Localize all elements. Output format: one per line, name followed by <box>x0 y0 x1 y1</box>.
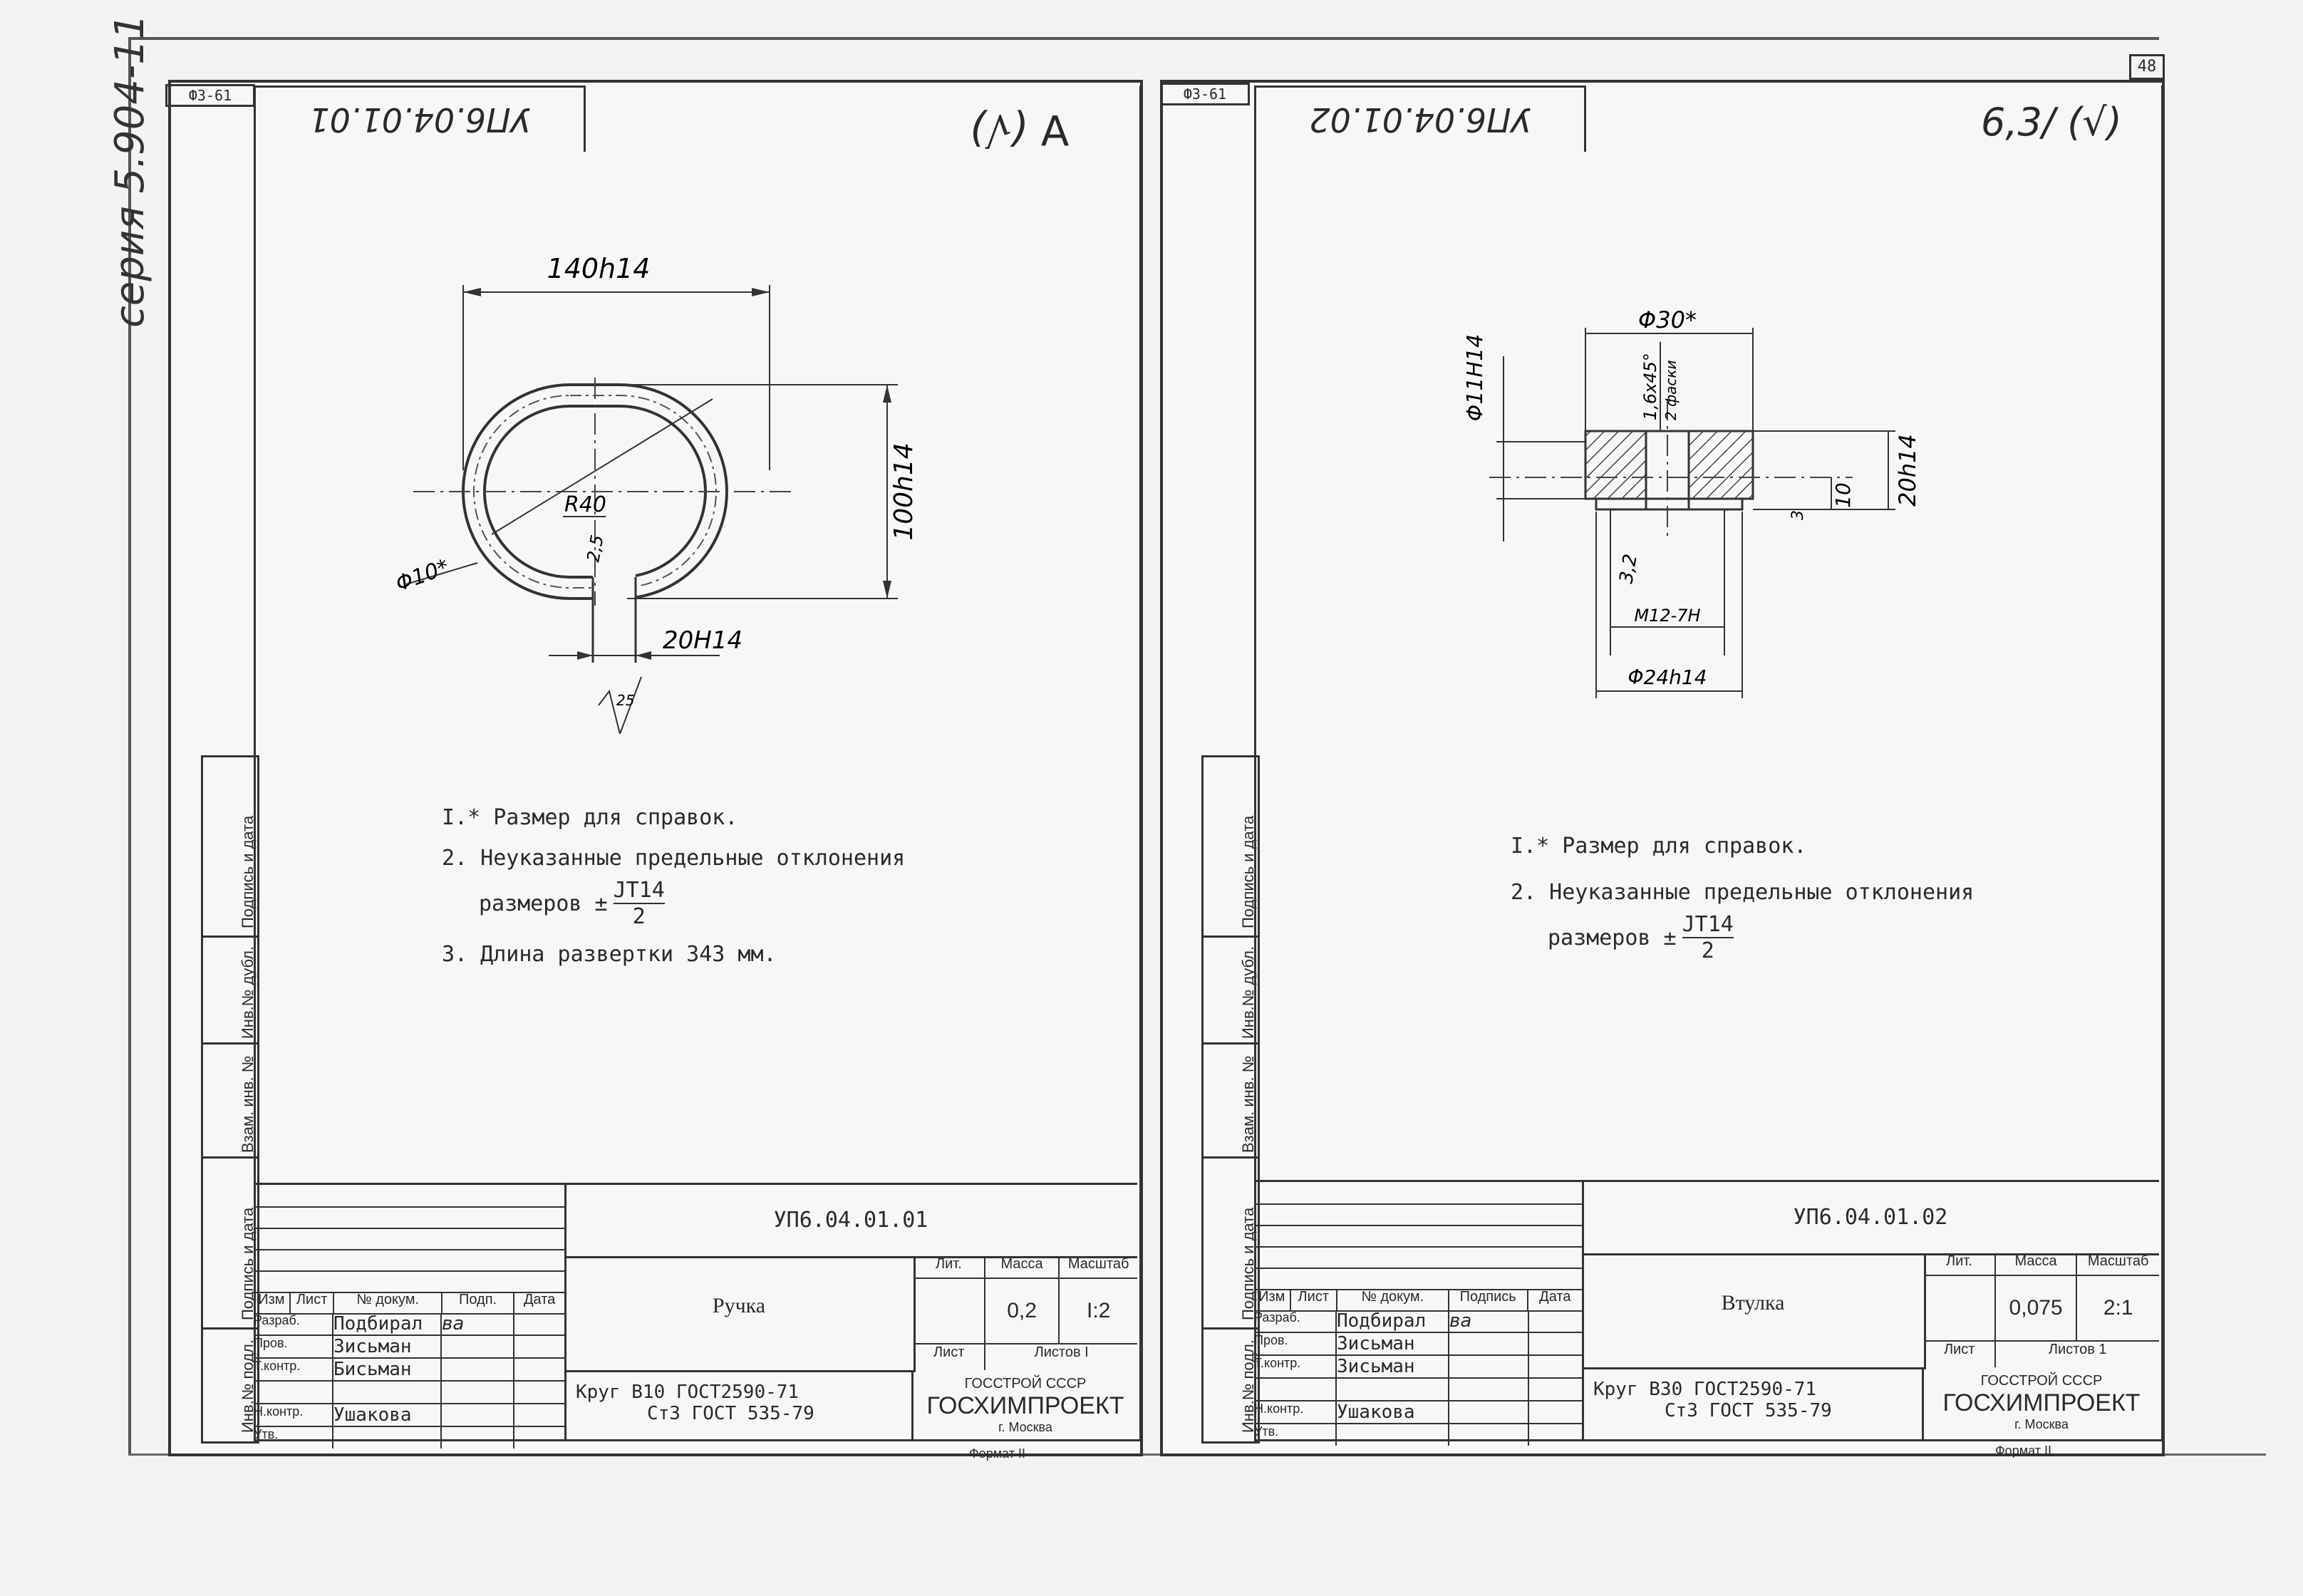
dim-height-right: 20h14 <box>1894 434 1921 507</box>
outer-frame-left <box>128 37 131 1455</box>
left-note-3: 3. Длина развертки 343 мм. <box>442 942 777 967</box>
side-label-3: Взам. инв. № <box>203 1042 257 1159</box>
dim-inner-h: 10 <box>1831 482 1855 508</box>
right-side-label-3: Взам. инв. № <box>1204 1042 1258 1159</box>
dim-step: 3 <box>1789 510 1807 520</box>
left-format-label: Формат II <box>969 1446 1025 1461</box>
left-doc-code: УП6.04.01.01 <box>564 1185 1137 1258</box>
right-side-label-2: Инв.№ дубл. <box>1204 936 1258 1045</box>
dim-height: 100h14 <box>889 442 918 540</box>
right-headers: Изм Лист № докум. Подпись Дата <box>1254 1289 1582 1312</box>
left-side-strip: Подпись и дата Инв.№ дубл. Взам. инв. № … <box>201 755 259 1444</box>
right-organization: ГОССТРОЙ СССР ГОСХИМПРОЕКТ г. Москва <box>1942 1373 2141 1431</box>
dim-base-d: Φ24h14 <box>1627 665 1707 689</box>
right-note-2b: размеров ± JT14 2 <box>1548 912 1734 963</box>
right-note-2-numerator: JT14 <box>1682 912 1734 938</box>
right-signatures: Разраб. Подбирал ва Пров. Зисьман Т.конт… <box>1254 1310 1582 1446</box>
left-notes: I.* Размер для справок. 2. Неуказанные п… <box>442 805 941 967</box>
right-doc-code: УП6.04.01.02 <box>1582 1182 2159 1255</box>
left-headers: Изм Лист № докум. Подп. Дата <box>254 1292 564 1315</box>
right-bushing-drawing: Φ11H14 Φ30* 1,6x45° 2 фаски 20h14 10 3 3… <box>1463 306 1921 698</box>
right-drawing-frame <box>1254 86 2163 1441</box>
left-lit-mass-scale: Лит. Масса Масштаб 0,2 I:2 Лист Листов I <box>914 1256 1137 1370</box>
dim-outer-d: Φ30* <box>1638 306 1697 333</box>
left-material: Круг В10 ГОСТ2590-71 Ст3 ГОСТ 535-79 <box>564 1370 914 1441</box>
left-note-2b: размеров ± JT14 2 <box>479 878 665 929</box>
right-format-label: Формат II <box>1995 1444 2051 1458</box>
left-format-code: Ф3-61 <box>165 84 255 107</box>
right-side-label-4: Подпись и дата <box>1204 1156 1258 1330</box>
right-format-code: Ф3-61 <box>1160 83 1250 105</box>
bushing-base <box>1595 497 1744 511</box>
side-label-5: Инв.№ подл. <box>239 1340 257 1433</box>
right-change-grid <box>1254 1182 1584 1441</box>
right-part-name: Втулка <box>1582 1253 1926 1369</box>
side-label-4: Подпись и дата <box>203 1156 257 1330</box>
right-lit-mass-scale: Лит. Масса Масштаб 0,075 2:1 Лист Листов… <box>1924 1253 2159 1367</box>
right-sheet <box>1160 80 2165 1456</box>
dim-diameter: Φ10* <box>393 554 452 596</box>
right-material: Круг В30 ГОСТ2590-71 Ст3 ГОСТ 535-79 <box>1582 1367 1924 1441</box>
right-note-2-denominator: 2 <box>1701 938 1714 963</box>
left-note-2: 2. Неуказанные предельные отклонения <box>442 846 906 871</box>
left-sheet <box>168 80 1143 1456</box>
left-change-grid <box>254 1185 566 1441</box>
page-number: 48 <box>2129 54 2165 80</box>
left-note-2-numerator: JT14 <box>613 878 665 904</box>
right-side-label-1: Подпись и дата <box>1204 757 1258 938</box>
left-roughness-symbol: ∀ (√) <box>969 105 1070 154</box>
rough-mark: 25 <box>616 692 634 709</box>
dim-width: 140h14 <box>547 253 651 284</box>
left-organization: ГОССТРОЙ СССР ГОСХИМПРОЕКТ г. Москва <box>926 1376 1124 1434</box>
right-roughness-symbol: 6,3/ (√) <box>1981 100 2122 145</box>
left-note-2-denominator: 2 <box>632 904 646 929</box>
dim-slot: 20H14 <box>663 626 742 655</box>
right-title-block: Изм Лист № докум. Подпись Дата Разраб. П… <box>1254 1180 2159 1446</box>
right-note-2: 2. Неуказанные предельные отклонения <box>1511 880 1975 905</box>
left-title-block: Изм Лист № докум. Подп. Дата Разраб. Под… <box>254 1183 1137 1449</box>
right-side-label-5: Инв.№ подл. <box>1239 1340 1257 1433</box>
dim-gap: 2,5 <box>583 534 607 564</box>
right-notes: I.* Размер для справок. 2. Неуказанные п… <box>1511 834 2066 963</box>
left-drawing-frame <box>254 86 1142 1441</box>
left-part-name: Ручка <box>564 1256 916 1372</box>
left-top-code: УП6.04.01.01 <box>254 86 586 152</box>
left-signatures: Разраб. Подбирал ва Пров. Зисьман Т.конт… <box>254 1313 564 1449</box>
bushing-section-right <box>1687 430 1754 500</box>
right-top-code: УП6.04.01.02 <box>1254 86 1586 152</box>
bushing-section-left <box>1584 430 1647 500</box>
dim-thread: M12-7H <box>1634 606 1700 626</box>
left-note-1: I.* Размер для справок. <box>442 805 738 830</box>
right-note-1: I.* Размер для справок. <box>1511 834 1807 859</box>
right-side-strip: Подпись и дата Инв.№ дубл. Взам. инв. № … <box>1201 755 1260 1444</box>
dim-bore: Φ11H14 <box>1463 334 1488 422</box>
dim-chamfer-note: 2 фаски <box>1662 360 1680 420</box>
series-label: серия 5.904-11 <box>107 14 153 328</box>
side-label-1: Подпись и дата <box>203 757 257 938</box>
dim-radius: R40 <box>564 492 606 517</box>
outer-frame-line <box>128 37 2159 40</box>
dim-rough: 3,2 <box>1615 552 1642 585</box>
side-label-2: Инв.№ дубл. <box>203 936 257 1045</box>
dim-chamfer: 1,6x45° <box>1640 353 1660 420</box>
left-handle-drawing: 140h14 100h14 R40 Φ10* 2,5 20H14 25 <box>393 253 918 734</box>
